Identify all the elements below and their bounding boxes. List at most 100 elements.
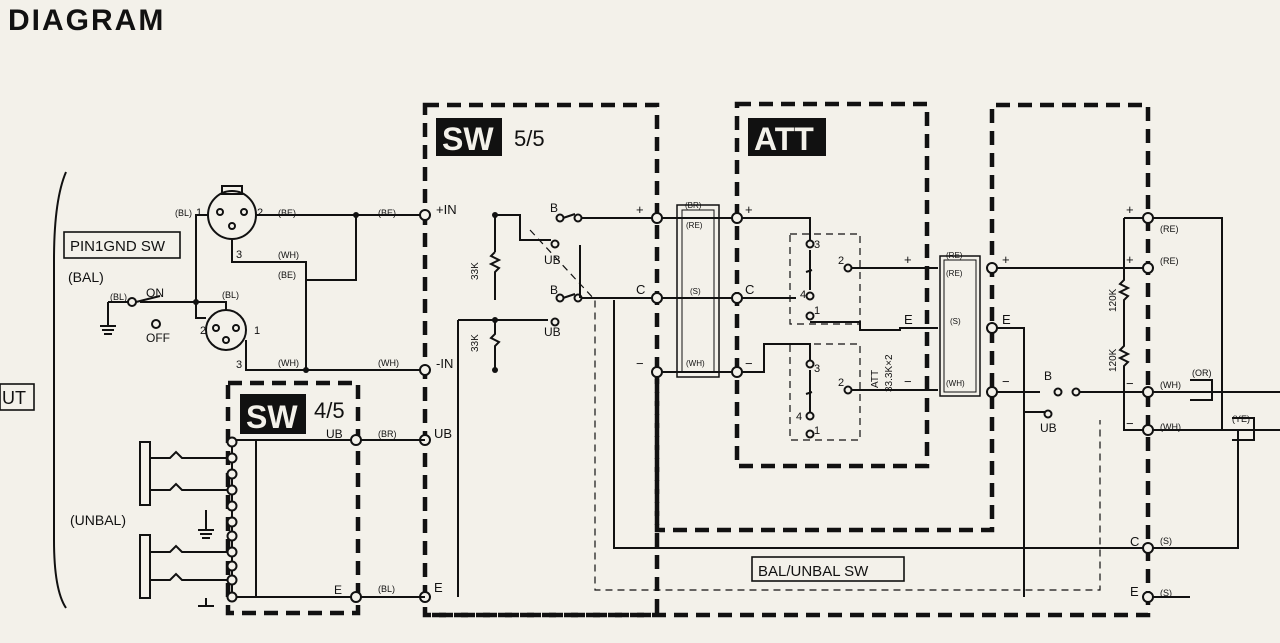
conn-minus-2: −: [1126, 416, 1134, 431]
outer-dashed-region: [425, 102, 1151, 618]
out-e: E: [1002, 312, 1011, 327]
balunbal-label: BAL/UNBAL SW: [758, 563, 869, 580]
pin1gnd-label: PIN1GND SW: [70, 238, 166, 255]
sw45-fraction: 4/5: [314, 398, 345, 423]
att-out-e: E: [904, 312, 913, 327]
cable1-s: (S): [690, 287, 701, 296]
conn-re-2: (RE): [1160, 256, 1179, 266]
wire-bl-2: (BL): [222, 290, 239, 300]
side-label-box: [0, 383, 35, 411]
plus-in-label: +IN: [436, 202, 457, 217]
switch-off-label: OFF: [146, 331, 170, 345]
att-out-plus: +: [904, 252, 912, 267]
out-plus: +: [1002, 252, 1010, 267]
sw45-block: [225, 380, 361, 616]
xlr2-pin1-label: 1: [254, 325, 260, 337]
wire-bl-3: (BL): [110, 292, 127, 302]
e-label-sw55: E: [434, 580, 443, 595]
att-pin2-b: 2: [838, 377, 844, 389]
sw55-block: [422, 102, 660, 618]
wire-wh-1: (WH): [278, 250, 299, 260]
conn-or: (OR): [1192, 368, 1212, 378]
left-bracket: [53, 171, 67, 609]
conn-plus-1: +: [1126, 202, 1134, 217]
balunbal-dashed-outline: [529, 229, 1101, 591]
wire-br-1: (BR): [378, 429, 397, 439]
r33k-2: 33K: [470, 334, 481, 352]
sw45-title: SW: [246, 399, 298, 435]
balunbal-box: [751, 556, 905, 582]
r33k-1: 33K: [470, 262, 481, 280]
wire-be-1: (BE): [278, 208, 296, 218]
xlr2-pin2-label: 2: [200, 325, 206, 337]
xlr-pin1-label: 1: [196, 207, 202, 219]
att-minus: −: [745, 356, 753, 371]
out-b-label: B: [1044, 369, 1052, 383]
att-name: ATT: [870, 370, 881, 388]
wire-wh-2: (WH): [278, 358, 299, 368]
conn-s-2: (S): [1160, 588, 1172, 598]
minus-in-label: -IN: [436, 356, 453, 371]
wire-be-3: (BE): [378, 208, 396, 218]
cable2-re-2: (RE): [946, 269, 963, 278]
sw-ub-label-1: UB: [544, 253, 561, 267]
att-pin1-b: 1: [814, 425, 820, 437]
conn-wh-2: (WH): [1160, 422, 1181, 432]
xlr-pin3-label: 3: [236, 249, 242, 261]
cable2-wh: (WH): [946, 379, 965, 388]
bal-label: (BAL): [68, 269, 104, 285]
xlr2-pin3-label: 3: [236, 359, 242, 371]
att-pin4-a: 4: [800, 289, 806, 301]
pin1gnd-box: [63, 231, 181, 259]
conn-wh-1: (WH): [1160, 380, 1181, 390]
cable2-s: (S): [950, 317, 961, 326]
sw-ub-label-2: UB: [544, 325, 561, 339]
att-plus: +: [745, 202, 753, 217]
att-pin3-b: 3: [814, 363, 820, 375]
xlr-pin2-label: 2: [257, 207, 263, 219]
switch-terminal-1: [127, 297, 137, 307]
ub-label-sw55: UB: [434, 426, 452, 441]
wire-wh-3: (WH): [378, 358, 399, 368]
sw55-title-bg: [436, 118, 502, 156]
sw55-plus: +: [636, 202, 644, 217]
unbal-label: (UNBAL): [70, 512, 126, 528]
r120k-1: 120K: [1108, 288, 1119, 312]
conn-e: E: [1130, 584, 1139, 599]
att-pin4-b: 4: [796, 411, 802, 423]
att-block: [734, 101, 930, 469]
att-c: C: [745, 282, 754, 297]
wire-be-2: (BE): [278, 270, 296, 280]
out-ub-label: UB: [1040, 421, 1057, 435]
sw45-ub: UB: [326, 427, 343, 441]
conn-plus-2: +: [1126, 252, 1134, 267]
xlr-connector-bottom: [205, 309, 247, 351]
side-label: UT: [2, 388, 26, 408]
cable1-br: (BR): [685, 201, 702, 210]
cable1-wh: (WH): [686, 359, 705, 368]
sw55-title: SW: [442, 121, 494, 157]
conn-minus-1: −: [1126, 376, 1134, 391]
att-pin3-a: 3: [814, 239, 820, 251]
conn-re-1: (RE): [1160, 224, 1179, 234]
out-minus: −: [1002, 374, 1010, 389]
att-value: 33.3K×2: [884, 354, 895, 392]
switch-terminal-off: [151, 319, 161, 329]
att-title: ATT: [754, 121, 814, 157]
att-pin1-a: 1: [814, 305, 820, 317]
sw55-fraction: 5/5: [514, 126, 545, 151]
r120k-2: 120K: [1108, 348, 1119, 372]
wire-bl-4: (BL): [378, 584, 395, 594]
att-out-minus: −: [904, 374, 912, 389]
att-pin2-a: 2: [838, 255, 844, 267]
sw-b-label-1: B: [550, 201, 558, 215]
sw55-c: C: [636, 282, 645, 297]
wire-bl-1: (BL): [175, 208, 192, 218]
sw-b-label-2: B: [550, 283, 558, 297]
sw55-minus: −: [636, 356, 644, 371]
xlr-connector-top: [207, 185, 257, 240]
att-title-bg: [748, 118, 826, 156]
cable1-re: (RE): [686, 221, 703, 230]
conn-s-1: (S): [1160, 536, 1172, 546]
